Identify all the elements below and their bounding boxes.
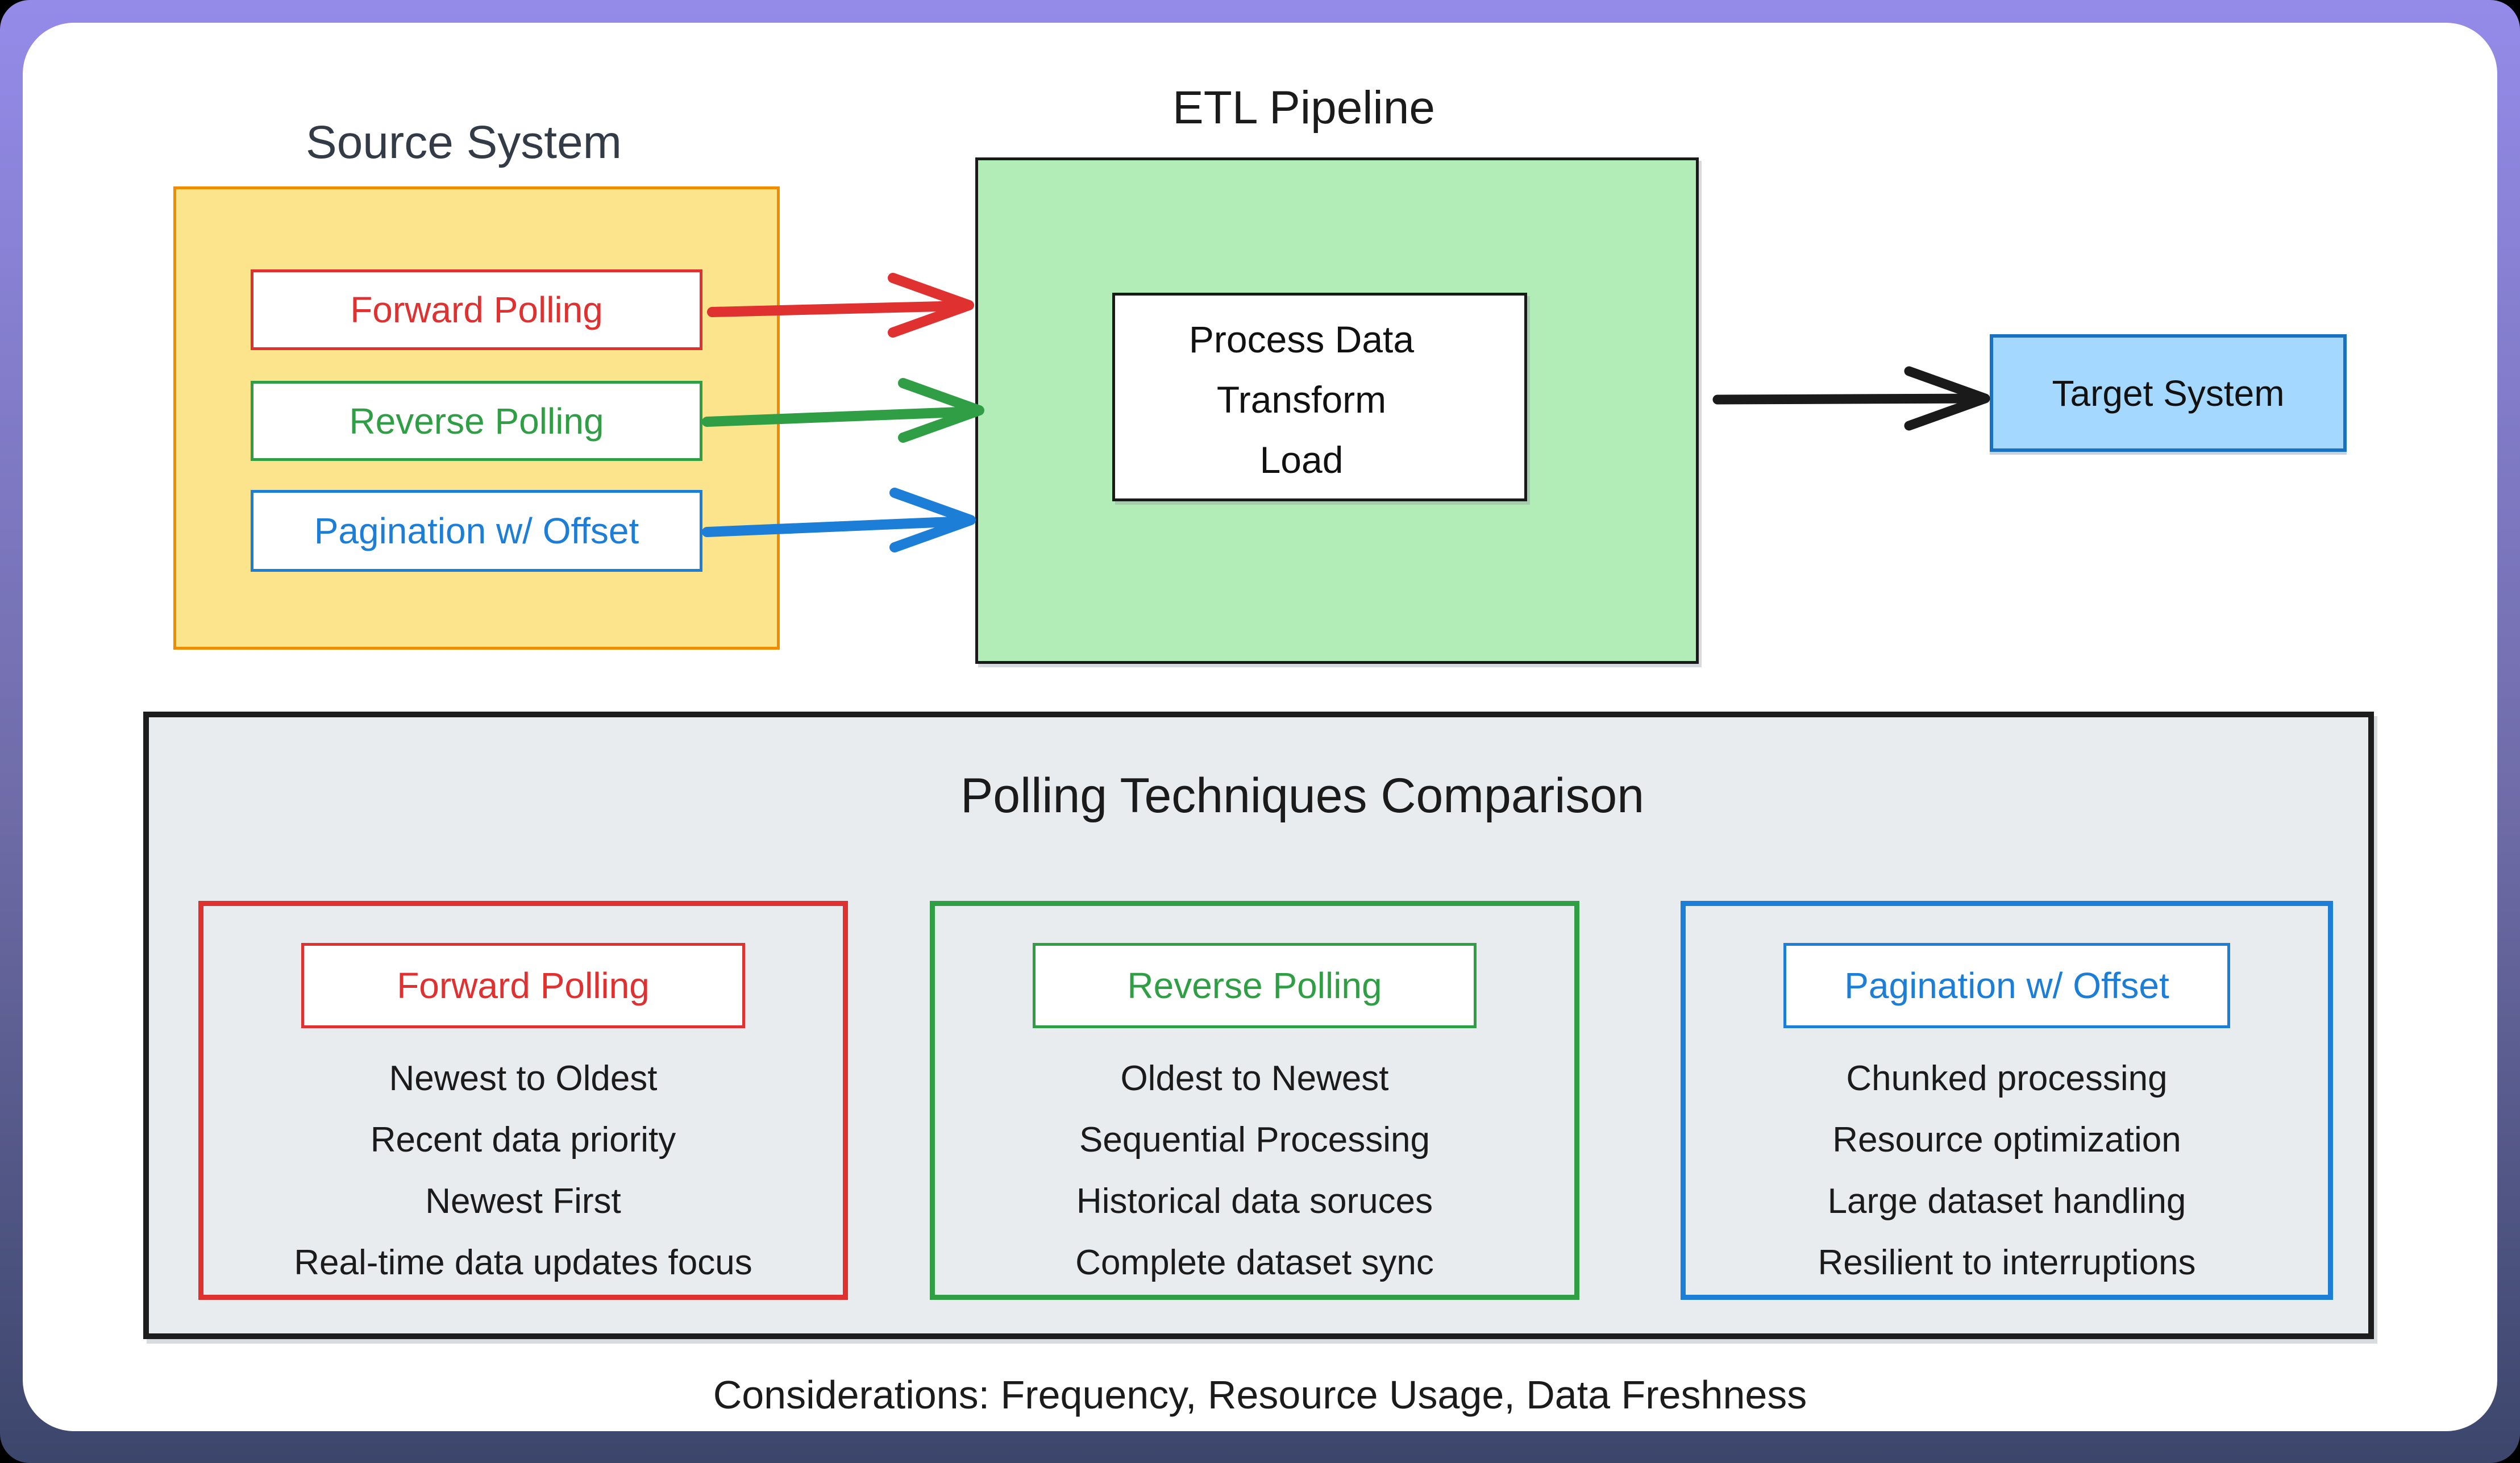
- card-feature-line: Newest First: [425, 1182, 621, 1221]
- card-feature-line: Complete dataset sync: [1075, 1243, 1434, 1282]
- source-system-box: Forward Polling Reverse Polling Paginati…: [173, 186, 780, 650]
- target-system-box: Target System: [1990, 334, 2347, 452]
- considerations-caption: Considerations: Frequency, Resource Usag…: [713, 1373, 1807, 1417]
- pagination-offset-arrow-head: [889, 488, 976, 552]
- comparison-card-reverse-lines: Oldest to Newest Sequential Processing H…: [935, 1048, 1574, 1294]
- comparison-card-reverse: Reverse Polling Oldest to Newest Sequent…: [930, 901, 1579, 1300]
- card-feature-line: Resource optimization: [1832, 1120, 2181, 1159]
- card-feature-line: Recent data priority: [370, 1120, 676, 1159]
- process-lines: Process Data Transform Load: [1115, 309, 1488, 490]
- comparison-card-pagination-header: Pagination w/ Offset: [1783, 943, 2230, 1028]
- comparison-panel: Polling Techniques Comparison Forward Po…: [143, 712, 2374, 1339]
- etl-to-target-arrow-line: [1712, 393, 1985, 405]
- forward-polling-arrow-head: [888, 273, 974, 338]
- reverse-polling-box: Reverse Polling: [251, 381, 702, 461]
- target-system-label: Target System: [2052, 372, 2285, 414]
- comparison-card-reverse-header: Reverse Polling: [1032, 943, 1477, 1028]
- comparison-card-pagination: Pagination w/ Offset Chunked processing …: [1681, 901, 2333, 1300]
- card-feature-line: Real-time data updates focus: [294, 1243, 752, 1282]
- forward-polling-box: Forward Polling: [251, 269, 702, 350]
- comparison-card-pagination-lines: Chunked processing Resource optimization…: [1686, 1048, 2328, 1294]
- process-line: Transform: [1216, 379, 1387, 421]
- etl-to-target-arrow-head: [1904, 366, 1990, 431]
- process-line: Load: [1259, 439, 1344, 481]
- card-feature-line: Resilient to interruptions: [1818, 1243, 2196, 1282]
- card-feature-line: Historical data soruces: [1076, 1182, 1433, 1221]
- etl-pipeline-label: ETL Pipeline: [1172, 82, 1435, 134]
- card-feature-line: Large dataset handling: [1827, 1182, 2186, 1221]
- pagination-offset-label: Pagination w/ Offset: [314, 510, 639, 551]
- forward-polling-label: Forward Polling: [350, 289, 603, 330]
- diagram-card: Source System Forward Polling Reverse Po…: [23, 23, 2497, 1431]
- comparison-title: Polling Techniques Comparison: [960, 768, 1645, 823]
- comparison-card-pagination-header-label: Pagination w/ Offset: [1844, 965, 2169, 1006]
- card-feature-line: Newest to Oldest: [389, 1059, 658, 1098]
- pagination-offset-box: Pagination w/ Offset: [251, 490, 702, 572]
- etl-to-target-arrow: [1712, 366, 1990, 431]
- process-line: Process Data: [1188, 318, 1415, 360]
- comparison-card-forward-header: Forward Polling: [301, 943, 746, 1028]
- comparison-card-forward-lines: Newest to Oldest Recent data priority Ne…: [203, 1048, 843, 1294]
- source-system-label: Source System: [306, 117, 622, 168]
- process-box: Process Data Transform Load: [1112, 293, 1527, 501]
- reverse-polling-arrow-head: [898, 378, 984, 443]
- comparison-card-forward: Forward Polling Newest to Oldest Recent …: [198, 901, 848, 1300]
- card-feature-line: Chunked processing: [1846, 1059, 2168, 1098]
- comparison-card-reverse-header-label: Reverse Polling: [1127, 965, 1382, 1006]
- card-feature-line: Oldest to Newest: [1120, 1059, 1389, 1098]
- comparison-card-forward-header-label: Forward Polling: [397, 965, 650, 1006]
- card-feature-line: Sequential Processing: [1079, 1120, 1430, 1159]
- reverse-polling-label: Reverse Polling: [349, 400, 604, 442]
